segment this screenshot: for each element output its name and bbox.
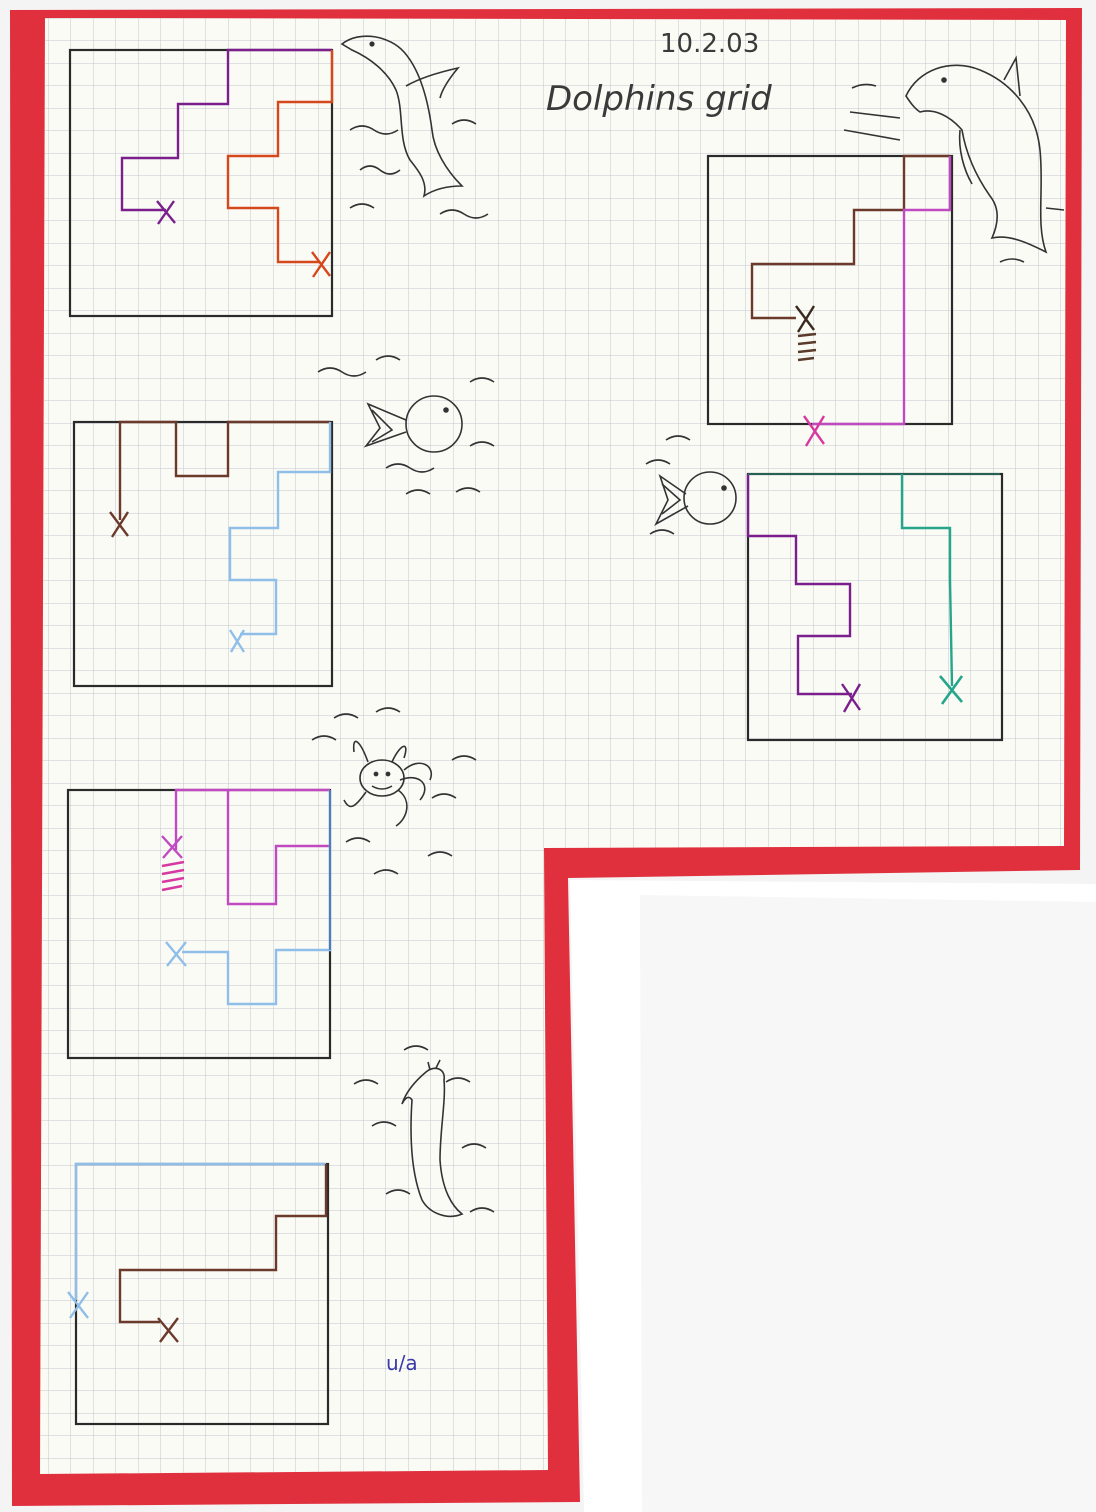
date-text: 10.2.03	[660, 29, 759, 59]
initials-text: u/a	[386, 1351, 418, 1375]
title-text: Dolphins grid	[546, 79, 772, 119]
